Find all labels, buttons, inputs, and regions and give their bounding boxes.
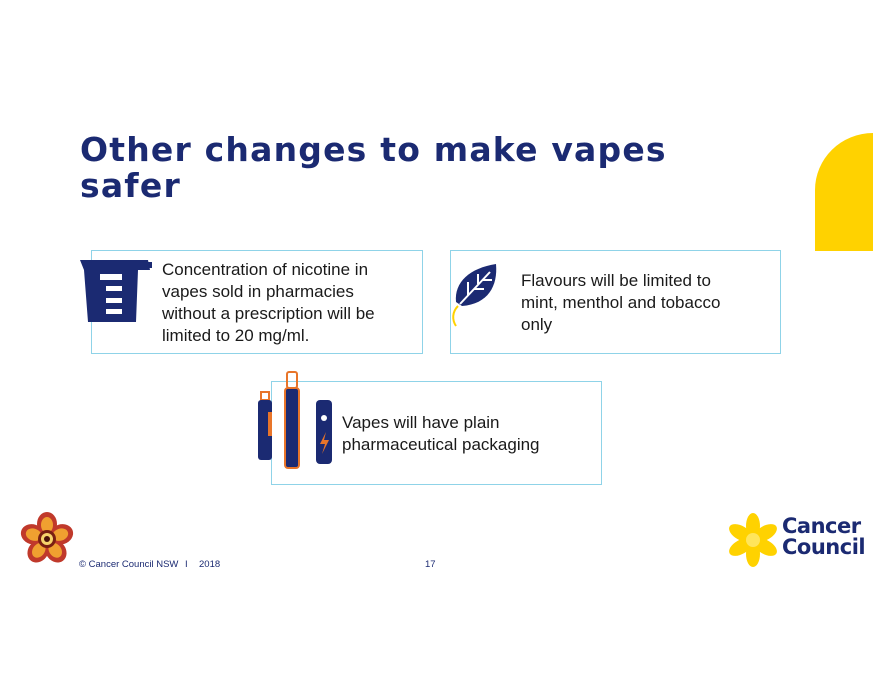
footer-separator: I (185, 559, 188, 570)
aboriginal-flower-artwork (20, 512, 74, 563)
card-flavours: Flavours will be limited to mint, mentho… (450, 250, 781, 354)
slide-title: Other changes to make vapes safer (80, 130, 667, 205)
card-nicotine: Concentration of nicotine in vapes sold … (91, 250, 423, 354)
daffodil-logo-icon (729, 513, 777, 567)
card-nicotine-text: Concentration of nicotine in vapes sold … (162, 260, 375, 345)
page-number: 17 (425, 559, 436, 570)
leaf-icon (452, 264, 497, 327)
measuring-jug-icon (80, 260, 152, 322)
footer-copyright: © Cancer Council NSW (79, 559, 179, 570)
vape-devices-icon (258, 371, 332, 469)
yellow-sun-decoration (815, 133, 873, 251)
cancer-council-logo-text: Cancer Council (782, 514, 866, 559)
card-flavours-text: Flavours will be limited to mint, mentho… (521, 271, 721, 334)
footer-year: 2018 (199, 559, 221, 570)
card-packaging-text: Vapes will have plain pharmaceutical pac… (342, 413, 540, 454)
